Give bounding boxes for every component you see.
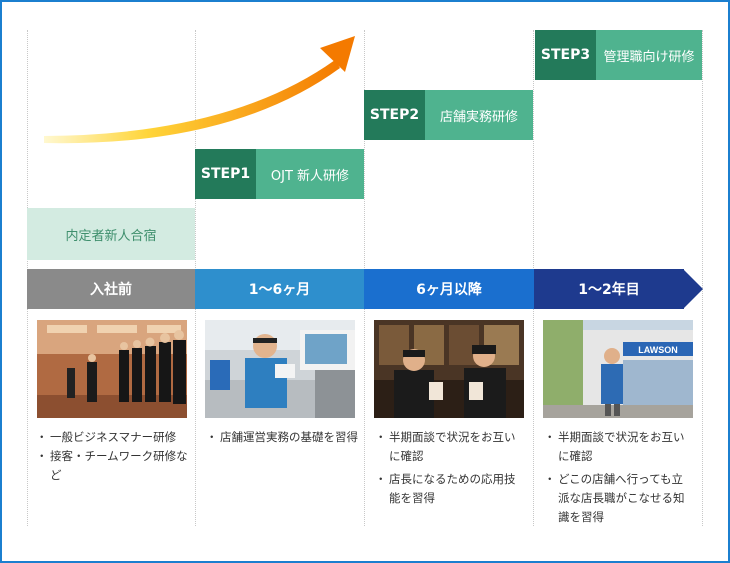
photo-business-manner-training: [37, 320, 187, 418]
bullet-item: 一般ビジネスマナー研修: [36, 428, 188, 447]
bullet-item: 店長になるための応用技能を習得: [375, 470, 522, 508]
growth-arrow-shaft: [44, 60, 340, 144]
growth-arrow-head: [320, 36, 355, 72]
bullet-item: 半期面談で状況をお互いに確認: [375, 428, 522, 466]
step1-name: OJT 新人研修: [256, 149, 364, 199]
bullet-item: 接客・チームワーク研修など: [36, 447, 188, 485]
step3-block: STEP3 管理職向け研修: [535, 30, 702, 80]
step3-name: 管理職向け研修: [596, 30, 702, 80]
column-2-bullets: 店舗運営実務の基礎を習得: [206, 428, 358, 447]
step2-name: 店舗実務研修: [425, 90, 533, 140]
photo-storefront: LAWSON: [543, 320, 693, 418]
column-3-bullets: 半期面談で状況をお互いに確認 店長になるための応用技能を習得: [375, 428, 522, 508]
bullet-item: 半期面談で状況をお互いに確認: [544, 428, 691, 466]
column-divider: [702, 30, 703, 526]
storefront-sign-text: LAWSON: [638, 345, 678, 355]
bullet-item: どこの店舗へ行っても立派な店長職がこなせる知識を習得: [544, 470, 691, 527]
bullet-item: 店舗運営実務の基礎を習得: [206, 428, 358, 447]
step2-code: STEP2: [364, 90, 425, 140]
step3-code: STEP3: [535, 30, 596, 80]
phase-1-6-months: 1〜6ヶ月: [195, 269, 364, 309]
photo-store-operations: [205, 320, 355, 418]
step1-code: STEP1: [195, 149, 256, 199]
phase-pre-entry: 入社前: [27, 269, 195, 309]
camp-label: 内定者新人合宿: [27, 208, 195, 260]
column-4-bullets: 半期面談で状況をお互いに確認 どこの店舗へ行っても立派な店長職がこなせる知識を習…: [544, 428, 691, 527]
photo-store-staff: [374, 320, 524, 418]
step1-block: STEP1 OJT 新人研修: [195, 149, 364, 199]
phase-after-6-months: 6ヶ月以降: [364, 269, 534, 309]
step2-block: STEP2 店舗実務研修: [364, 90, 533, 140]
column-1-bullets: 一般ビジネスマナー研修 接客・チームワーク研修など: [36, 428, 188, 485]
timeline-arrow-head: [683, 269, 703, 309]
phase-1-2-years: 1〜2年目: [534, 269, 684, 309]
